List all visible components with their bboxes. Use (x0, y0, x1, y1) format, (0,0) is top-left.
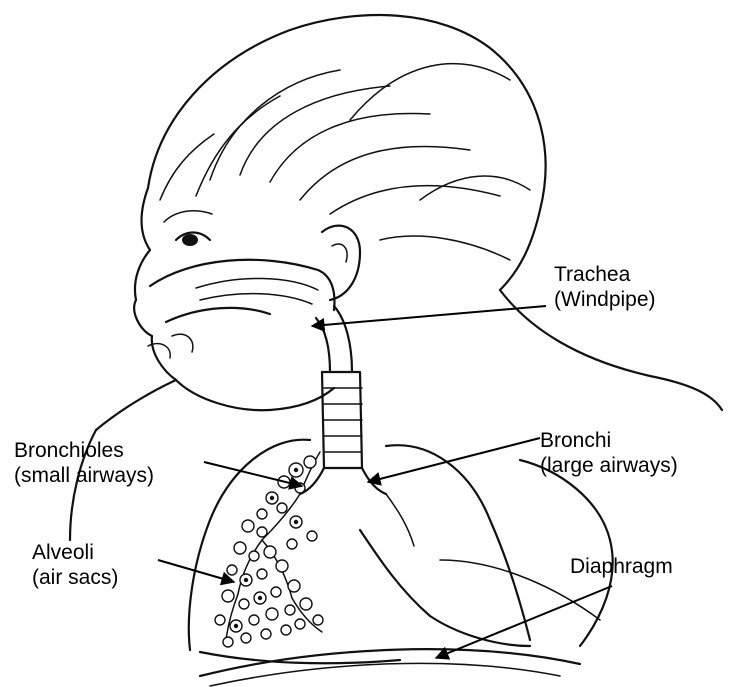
bronchi-label-line1: Bronchi (540, 428, 678, 453)
bronchi-label: Bronchi (large airways) (540, 428, 678, 478)
nasal-cavity (148, 260, 334, 358)
diaphragm (200, 649, 580, 686)
alveoli-label-line2: (air sacs) (32, 565, 118, 590)
trachea-label-line2: (Windpipe) (554, 287, 656, 312)
diaphragm-label-line1: Diaphragm (570, 554, 673, 579)
bronchioles-label: Bronchioles (small airways) (14, 438, 154, 488)
bronchioles-label-line2: (small airways) (14, 463, 154, 488)
diaphragm-label: Diaphragm (570, 554, 673, 579)
alveoli-label: Alveoli (air sacs) (32, 540, 118, 590)
diaphragm-pointer (436, 586, 612, 658)
trachea-label-line1: Trachea (554, 262, 656, 287)
bronchi-label-line2: (large airways) (540, 453, 678, 478)
hair-strands (160, 64, 530, 260)
trachea-pointer (312, 306, 546, 326)
alveoli-label-line1: Alveoli (32, 540, 118, 565)
bronchioles-pointer (204, 462, 302, 486)
bronchioles-label-line1: Bronchioles (14, 438, 154, 463)
trachea-label: Trachea (Windpipe) (554, 262, 656, 312)
head-outline (96, 15, 722, 430)
